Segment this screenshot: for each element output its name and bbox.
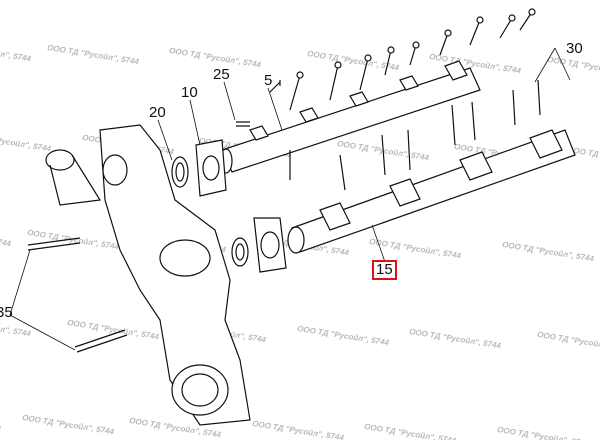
callout-35: 35: [0, 304, 13, 321]
manifold-pipe-5: [219, 60, 481, 174]
callout-30: 30: [566, 40, 583, 57]
callout-25: 25: [213, 66, 230, 83]
callout-20: 20: [149, 104, 166, 121]
thermostat-housing: [45, 124, 251, 426]
manifold-pipe-15: [287, 129, 576, 254]
bolts-35: [27, 121, 250, 353]
callout-5: 5: [264, 72, 273, 89]
callout-15-highlighted: 15: [372, 260, 397, 280]
gaskets-20: [171, 156, 249, 267]
leader-lines: [9, 47, 571, 351]
bolts-30: [269, 8, 541, 191]
flanges-10: [195, 139, 287, 273]
callout-10: 10: [181, 84, 198, 101]
